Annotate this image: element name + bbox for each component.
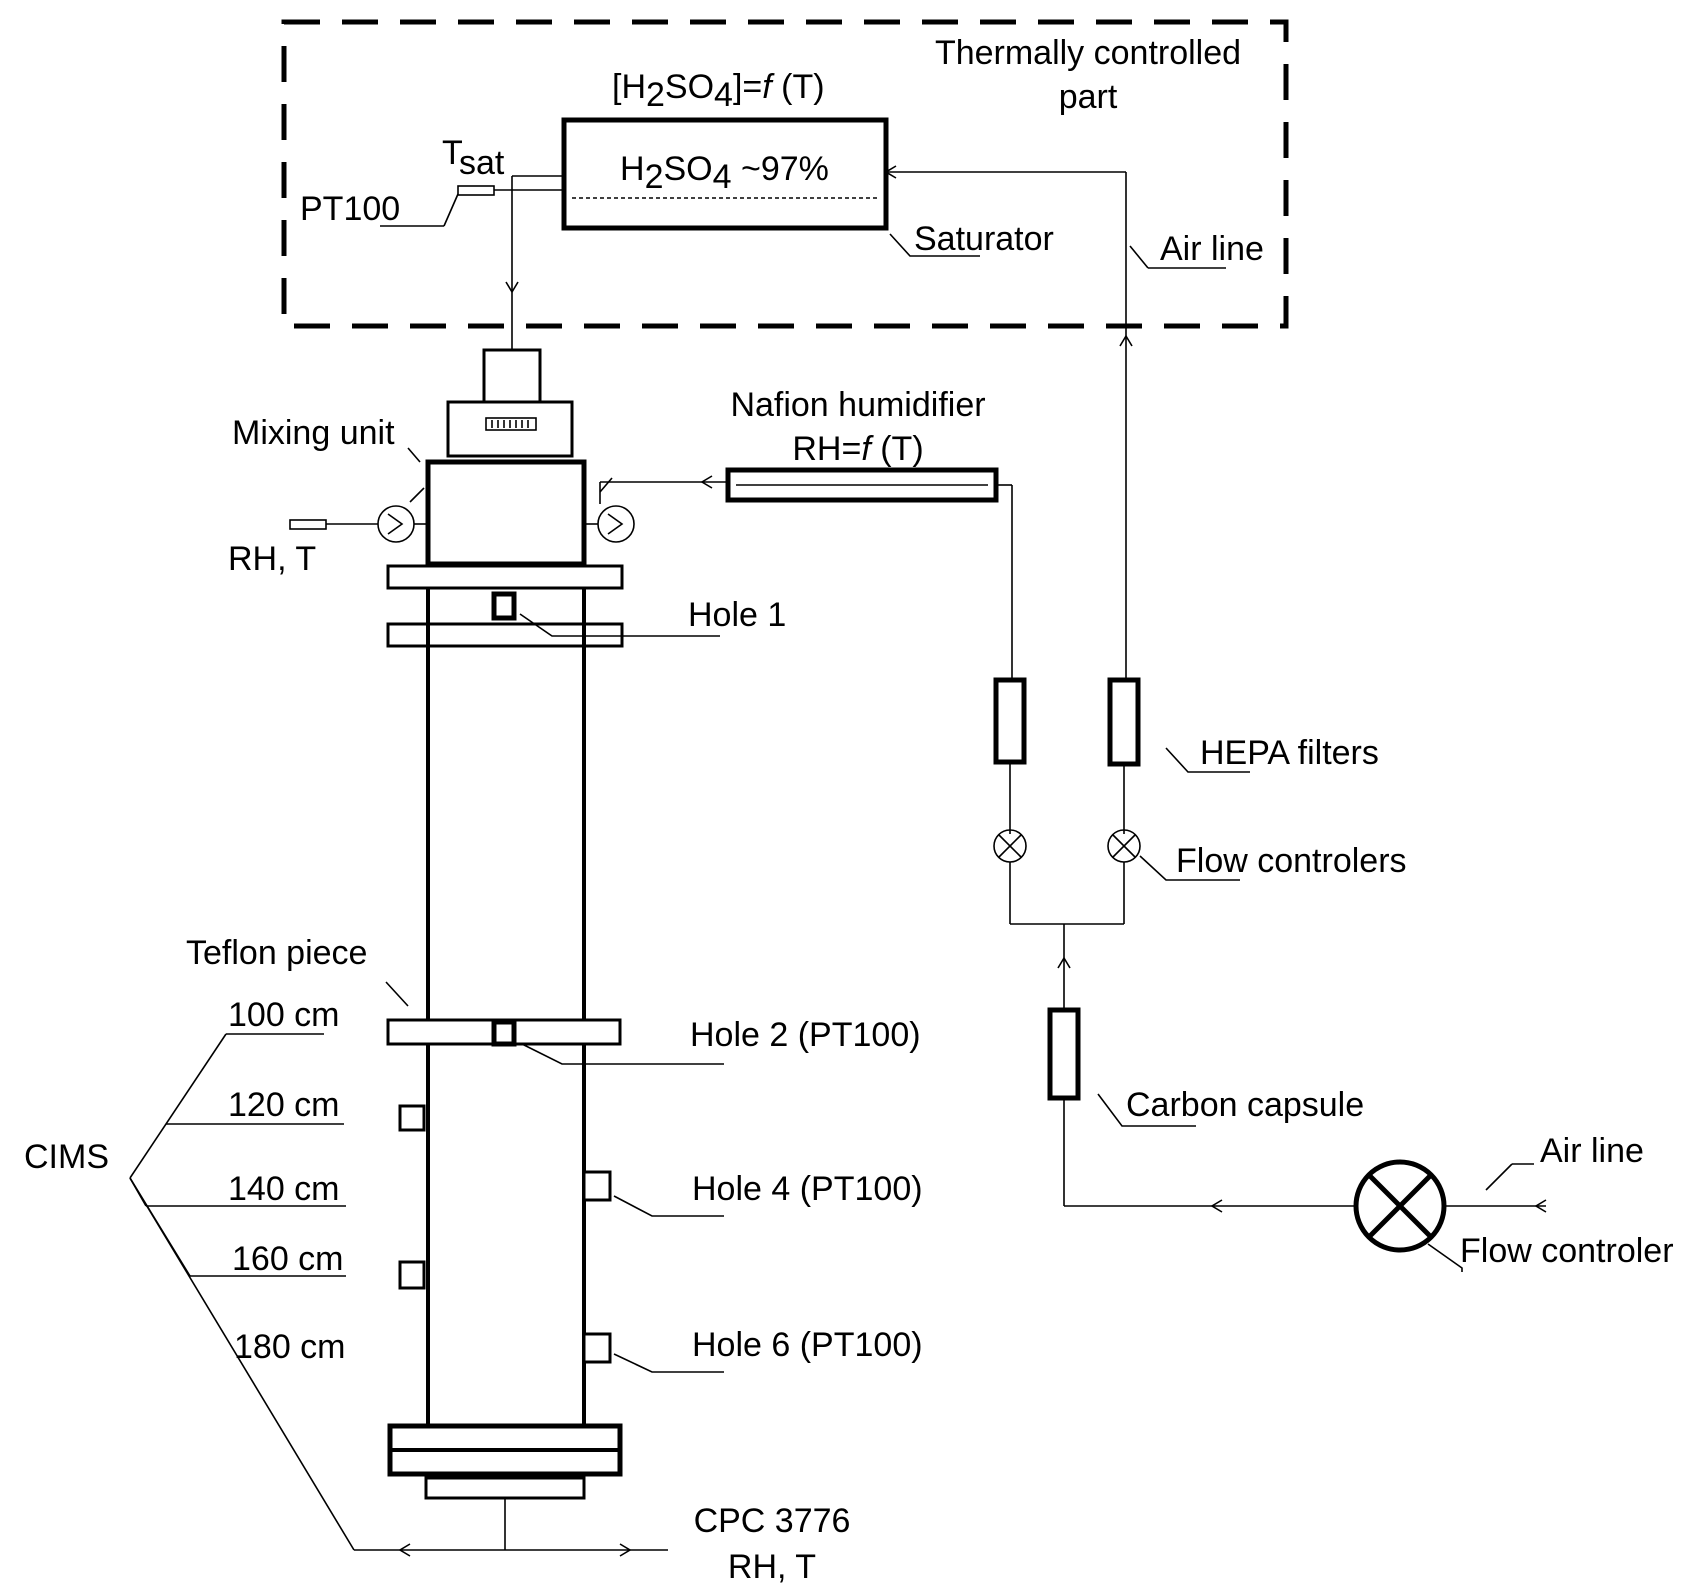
nafion-label-line2: RH=f (T) [792,430,923,468]
cims-label: CIMS [24,1138,109,1176]
flange-top [386,564,624,648]
saturator [561,117,889,231]
teflon-label: Teflon piece [186,934,367,972]
pt100-sensor-saturator [380,185,564,227]
teflon-piece [386,1018,622,1047]
cm180-label: 180 cm [234,1328,346,1366]
hole6-port [582,1332,612,1364]
cm140-label: 140 cm [228,1170,340,1208]
cpc-label-line1: CPC 3776 [694,1502,851,1540]
nafion-label-line1: Nafion humidifier [730,386,985,424]
thermal-label-line2: part [1059,78,1118,116]
hepa-label: HEPA filters [1200,734,1379,772]
thermal-label-line1: Thermally controlled [935,34,1241,72]
hole2-leader [521,1043,724,1065]
air-line-top-label: Air line [1160,230,1264,268]
hole1-label: Hole 1 [688,596,786,634]
tsat-label: Tsat [442,134,505,182]
saturator-label: Saturator [914,220,1054,258]
cpc-label-line2: RH, T [728,1548,816,1586]
hole4-label: Hole 4 (PT100) [692,1170,923,1208]
flow-controler-leader [1427,1243,1463,1272]
mixing-unit [425,348,587,567]
cims-port-160 [398,1260,426,1290]
air-line-to-saturator [884,165,1226,680]
thermally-controlled-boundary [281,19,1289,329]
hole4-leader [613,1195,724,1217]
carbon-capsule [1047,1007,1081,1101]
acid-label: H2SO4 ~97% [620,150,829,196]
flow-split-line [1009,862,1125,1010]
flow-controler-label: Flow controler [1460,1232,1674,1270]
cm120-label: 120 cm [228,1086,340,1124]
cm160-label: 160 cm [232,1240,344,1278]
flow-controlers-label: Flow controlers [1176,842,1407,880]
cims-leaders [129,1033,355,1551]
flow-controller-main [1353,1159,1447,1253]
humidified-air-inlet [584,475,728,543]
rh-t-left-label: RH, T [228,540,316,578]
carbon-leader [1097,1093,1196,1127]
pt100-label: PT100 [300,190,400,228]
flange-bottom [387,1423,623,1500]
hole6-leader [613,1353,724,1373]
flow-controlers-leader [1139,855,1240,881]
hole1-leader [519,613,720,637]
cims-port-120 [398,1104,426,1132]
hepa-leader [1165,747,1250,773]
air-line-bottom-leader-diag [1485,1163,1513,1191]
teflon-leader [385,981,409,1007]
saturator-leader [889,233,980,257]
flow-tube [426,588,586,1426]
carbon-label: Carbon capsule [1126,1086,1364,1124]
air-line-bottom-label: Air line [1540,1132,1644,1170]
saturator-outlet-line [505,175,564,350]
hole4-port [582,1170,612,1202]
main-air-line [1063,1098,1547,1213]
hole2-label: Hole 2 (PT100) [690,1016,921,1054]
hepa-filters [993,677,1141,834]
nafion-humidifier [725,467,1013,680]
cm100-label: 100 cm [228,996,340,1034]
flow-controller-left [993,829,1027,863]
mixing-unit-label: Mixing unit [232,414,395,452]
hole6-label: Hole 6 (PT100) [692,1326,923,1364]
outlet-line [354,1498,668,1557]
saturator-concentration-label: [H2SO4]=f (T) [612,68,825,114]
flow-controller-right [1107,829,1141,863]
mixing-unit-leader [407,447,421,463]
rh-t-sensor-left [289,487,428,543]
